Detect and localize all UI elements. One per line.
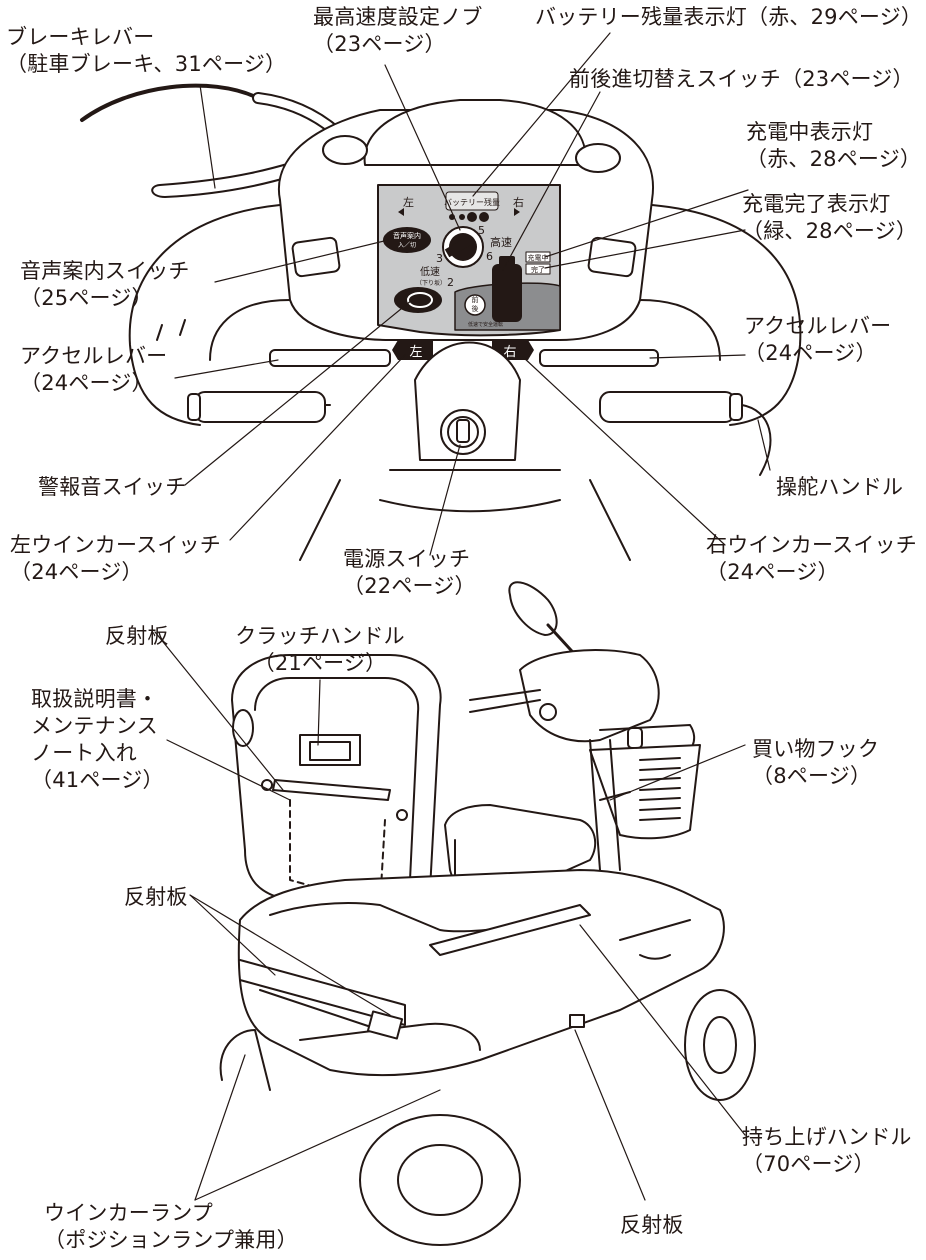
speed-knob: 5 6 3 2 高速 低速 （下り坂） <box>416 224 512 289</box>
charging-tag: 充電中 <box>528 253 549 262</box>
svg-text:入／切: 入／切 <box>398 242 416 249</box>
svg-text:（下り坂）: （下り坂） <box>416 279 446 287</box>
label-power-switch: 電源スイッチ（22ページ） <box>343 547 476 598</box>
left-mark: 左 <box>403 196 414 209</box>
label-accel-lever-left: アクセルレバー（24ページ） <box>20 344 168 395</box>
left-turn-button: 左 <box>392 340 433 360</box>
label-clutch-handle: クラッチハンドル（21ページ） <box>235 624 405 675</box>
battery-meter-label: バッテリー残量 <box>444 197 500 207</box>
label-reflector-bottom: 反射板 <box>620 1213 684 1237</box>
label-accel-lever-right: アクセルレバー（24ページ） <box>744 314 892 365</box>
svg-text:2: 2 <box>447 276 454 289</box>
control-panel-view: バッテリー残量 左 右 音声案内 入／切 <box>80 83 802 561</box>
svg-text:5: 5 <box>478 224 485 237</box>
label-lift-handle: 持ち上げハンドル（70ページ） <box>742 1125 912 1176</box>
svg-text:左: 左 <box>409 345 422 360</box>
svg-text:低速: 低速 <box>420 265 440 278</box>
label-left-turn-switch: 左ウインカースイッチ（24ページ） <box>10 533 221 584</box>
svg-text:6: 6 <box>486 250 493 263</box>
svg-text:高速: 高速 <box>490 235 512 249</box>
accel-lever-right-shape <box>539 349 659 367</box>
label-charge-done-lamp: 充電完了表示灯（緑、28ページ） <box>742 192 918 243</box>
label-battery-lamp: バッテリー残量表示灯（赤、29ページ） <box>535 5 923 29</box>
leader-lines <box>154 32 771 1201</box>
label-horn-switch: 警報音スイッチ <box>38 475 187 499</box>
label-turn-lamp: ウインカーランプ（ポジションランプ兼用） <box>44 1201 298 1252</box>
scooter-side-view <box>219 581 756 1246</box>
svg-text:右: 右 <box>503 345 516 360</box>
label-reflector-mid: 反射板 <box>124 885 188 909</box>
label-charging-lamp: 充電中表示灯（赤、28ページ） <box>746 120 922 171</box>
svg-text:後: 後 <box>472 304 479 313</box>
svg-text:前: 前 <box>472 295 479 304</box>
tick-marks <box>156 319 186 341</box>
svg-text:音声案内: 音声案内 <box>393 231 421 240</box>
fwd-rev-switch: 前 後 低速で安全運転 <box>454 256 561 331</box>
svg-text:低速で安全運転: 低速で安全運転 <box>468 321 503 328</box>
horn-button <box>394 287 442 313</box>
label-brake-lever: ブレーキレバー（駐車ブレーキ、31ページ） <box>6 25 287 76</box>
voice-guide-button: 音声案内 入／切 <box>383 227 431 253</box>
svg-text:3: 3 <box>436 252 443 265</box>
label-voice-guide-switch: 音声案内スイッチ（25ページ） <box>20 259 190 310</box>
label-speed-knob: 最高速度設定ノブ（23ページ） <box>313 5 483 56</box>
accel-lever-left-shape <box>269 349 391 367</box>
label-right-turn-switch: 右ウインカースイッチ（24ページ） <box>706 533 917 584</box>
label-shopping-hook: 買い物フック（8ページ） <box>752 737 880 788</box>
label-fwd-rev-switch: 前後進切替えスイッチ（23ページ） <box>569 67 914 91</box>
label-steering-handle: 操舵ハンドル <box>776 475 904 499</box>
label-manual-pocket: 取扱説明書・メンテナンスノート入れ（41ページ） <box>31 687 164 792</box>
mirror <box>508 581 558 636</box>
right-mark: 右 <box>513 195 524 209</box>
label-reflector-top: 反射板 <box>105 624 169 648</box>
charged-tag: 完了 <box>531 265 545 274</box>
